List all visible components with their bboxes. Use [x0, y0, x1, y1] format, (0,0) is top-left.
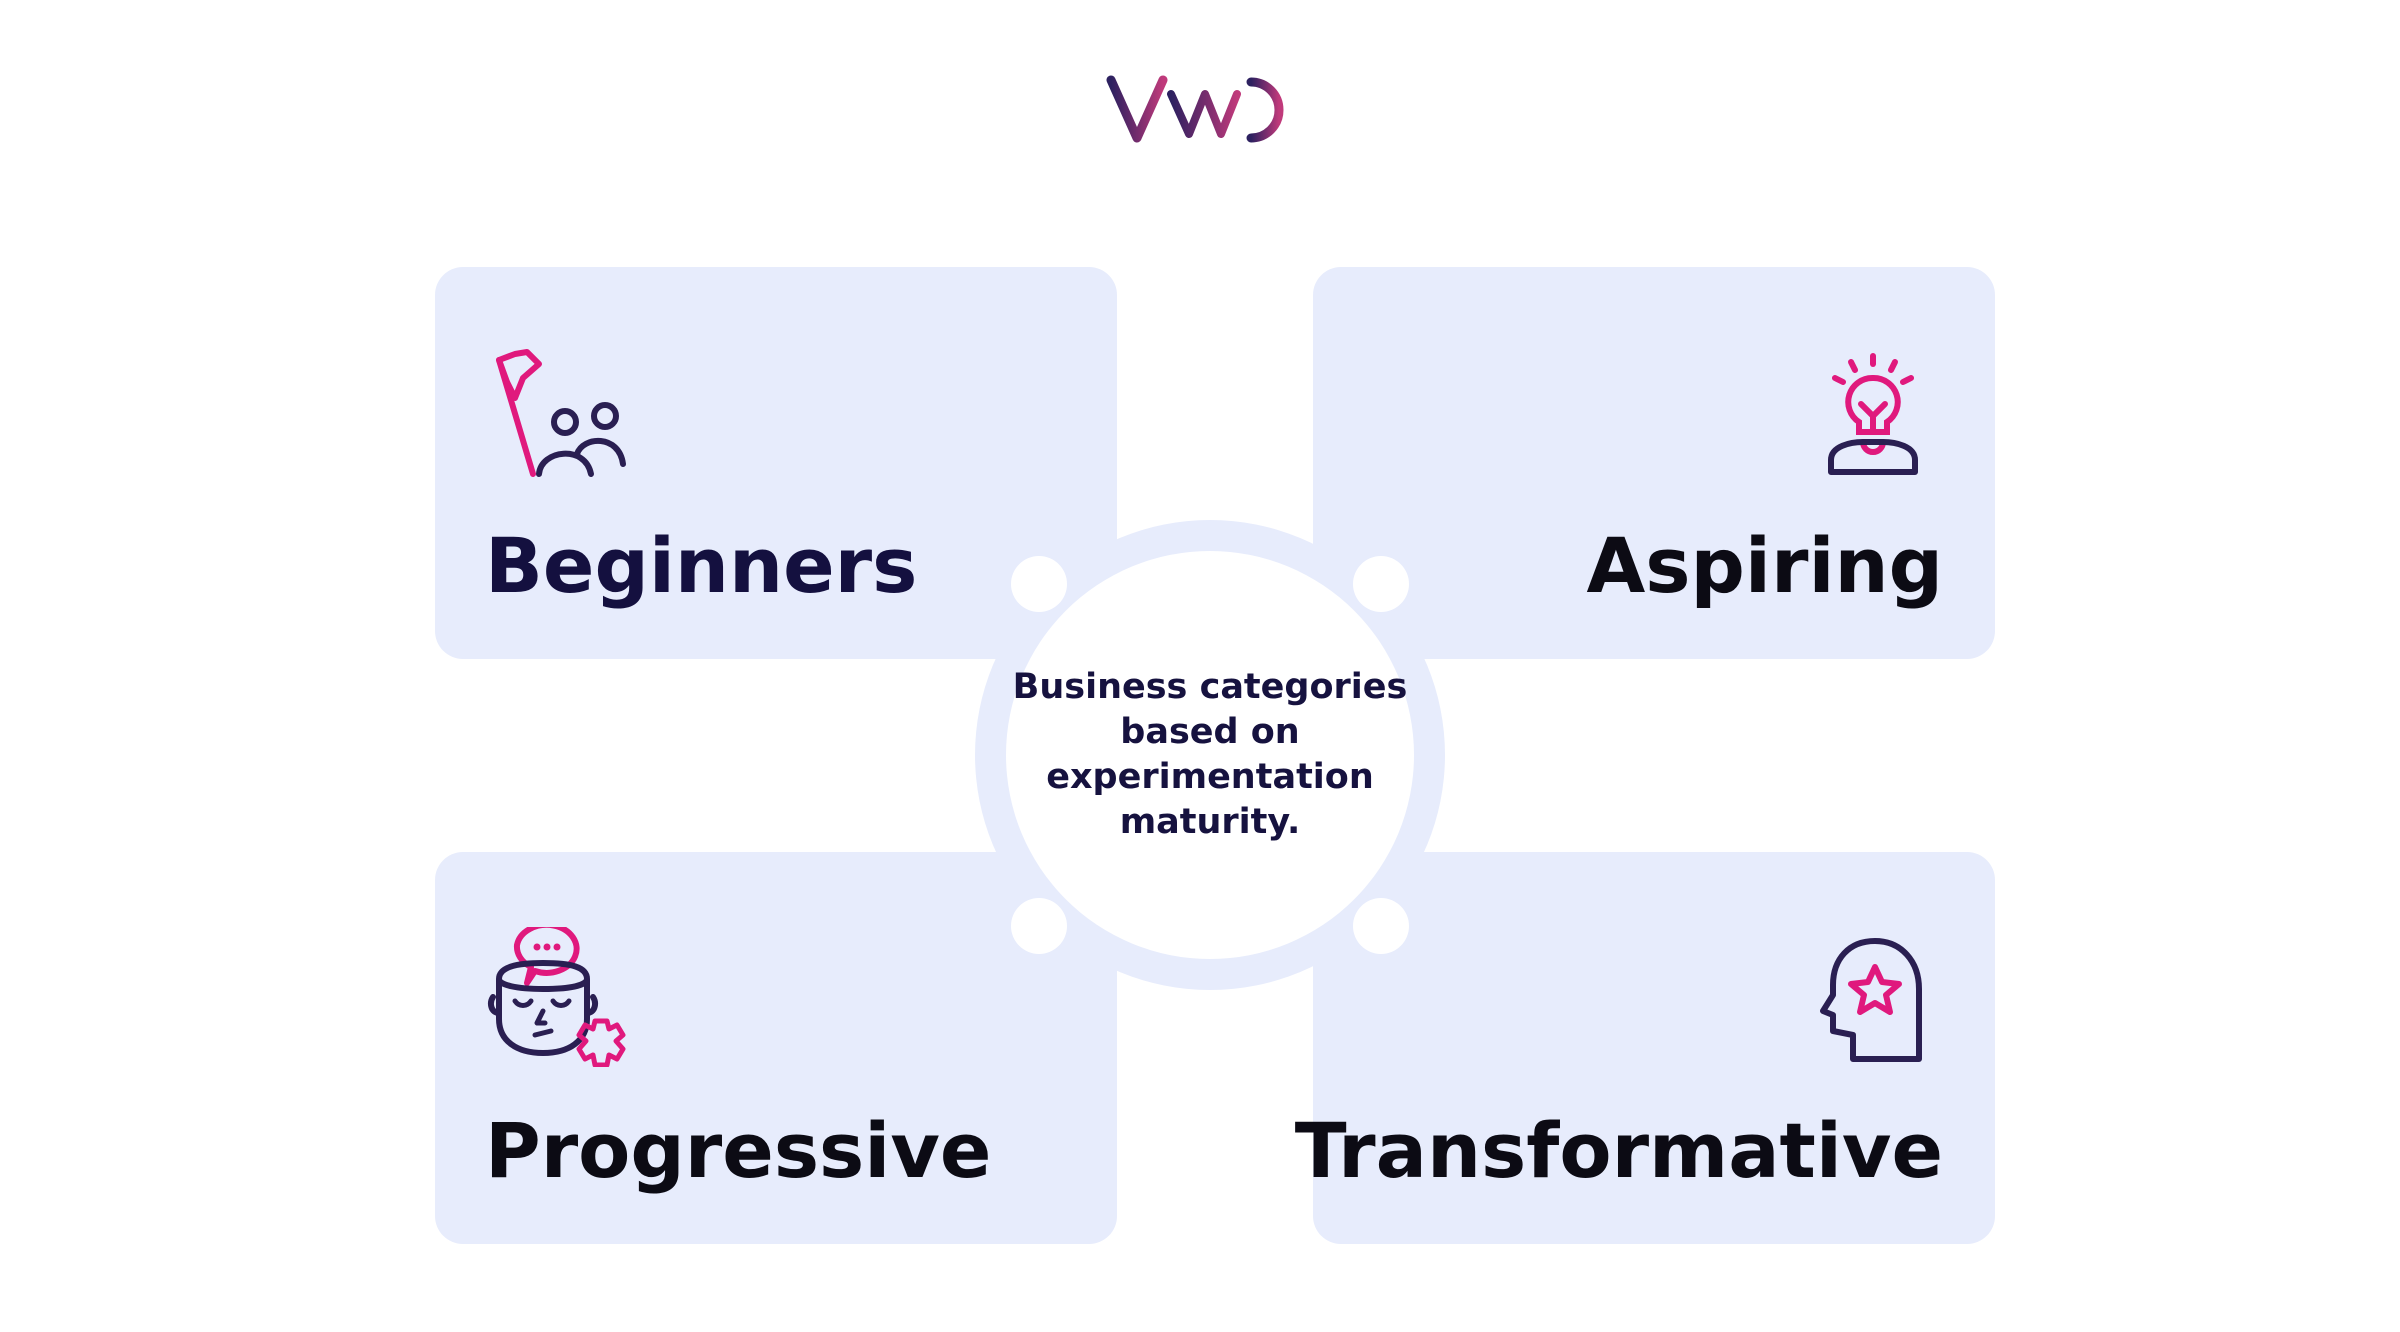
category-title-progressive: Progressive	[485, 1106, 992, 1195]
thinking-head-gear-icon	[488, 927, 626, 1067]
category-card-beginners: Beginners	[435, 267, 1117, 659]
flag-people-icon	[496, 349, 626, 477]
hub-node-bottom-right	[1353, 898, 1409, 954]
vwo-logo	[1106, 75, 1284, 143]
head-star-icon	[1820, 938, 1922, 1062]
hub-node-top-left	[1011, 556, 1067, 612]
lightbulb-person-icon	[1828, 353, 1918, 475]
category-title-beginners: Beginners	[485, 521, 918, 610]
category-title-transformative: Transformative	[1294, 1106, 1943, 1195]
center-hub	[975, 520, 1445, 990]
hub-node-bottom-left	[1011, 898, 1067, 954]
hub-node-top-right	[1353, 556, 1409, 612]
hub-ring	[975, 520, 1445, 990]
category-title-aspiring: Aspiring	[1586, 521, 1943, 610]
center-label: Business categories based on experimenta…	[1012, 667, 1408, 842]
